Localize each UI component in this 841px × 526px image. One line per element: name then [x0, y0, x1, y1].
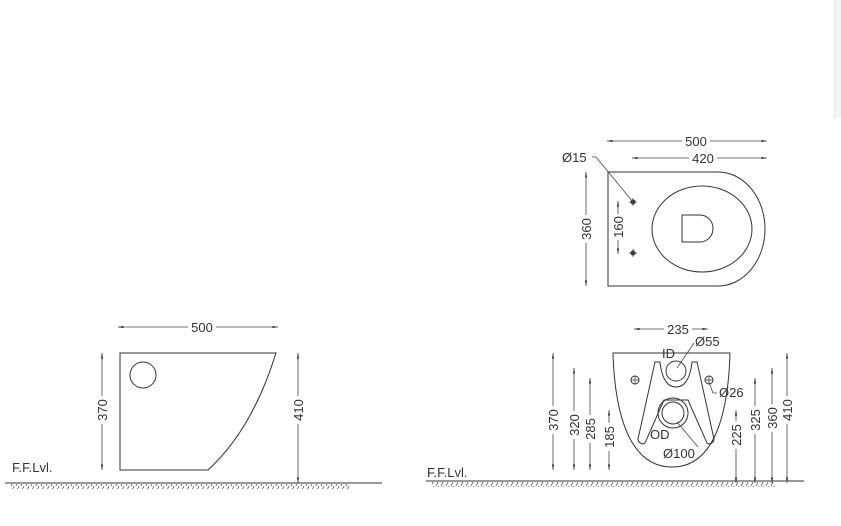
rear-recess	[637, 361, 715, 445]
floor-hatch	[432, 482, 775, 487]
right-height-dimensions: 225 325 360 410	[729, 353, 795, 483]
rear-view: 235 Ø55 ID Ø26 OD Ø100 370 320 285 185 2…	[426, 322, 804, 487]
bolt-hole-leader	[592, 156, 634, 203]
floor-label: F.F.Lvl.	[12, 460, 52, 475]
side-view: 500 370 410 F.F.Lvl.	[5, 320, 382, 489]
top-view: 500 420 Ø15 360 160	[562, 134, 767, 287]
dim-inner-length-label: 420	[692, 151, 714, 166]
bowl-opening	[681, 214, 714, 243]
fixing-hole-icon	[630, 375, 714, 385]
dim-height-label: 370	[95, 399, 110, 421]
inlet-diameter-label: Ø55	[695, 334, 720, 349]
floor-hatch	[10, 484, 350, 489]
height-label: 285	[583, 418, 598, 440]
bolt-hole-label: Ø15	[562, 150, 587, 165]
bowl-rim	[651, 185, 753, 273]
dim-bolt-spacing-label: 160	[611, 216, 626, 238]
bowl-top-outline	[607, 171, 766, 287]
fixing-hole-label: Ø26	[719, 385, 744, 400]
height-label: 370	[546, 409, 561, 431]
outlet-diameter-label: Ø100	[663, 446, 695, 461]
left-height-dimensions: 370 320 285 185	[546, 353, 617, 470]
inlet-leader	[676, 342, 695, 369]
dim-width-label: 500	[191, 320, 213, 335]
dim-depth-label: 360	[579, 218, 594, 240]
outlet-tag: OD	[650, 427, 670, 442]
floor-label: F.F.Lvl.	[427, 465, 467, 480]
height-label: 320	[567, 414, 582, 436]
height-label: 185	[602, 426, 617, 448]
outlet-leader	[676, 421, 699, 448]
bowl-rear-outline	[612, 352, 731, 468]
bolt-hole-icon	[629, 198, 637, 257]
inlet-circle	[129, 361, 157, 389]
height-label: 360	[765, 407, 780, 429]
inlet-tag: ID	[662, 346, 675, 361]
bowl-side-outline	[119, 352, 277, 471]
dim-width-label: 235	[667, 322, 689, 337]
dim-length-label: 500	[685, 134, 707, 149]
dim-total-height-label: 410	[291, 399, 306, 421]
height-label: 325	[748, 409, 763, 431]
outlet-circle-inner	[661, 401, 685, 425]
outlet-circle-outer	[657, 397, 689, 429]
height-label: 410	[780, 399, 795, 421]
inlet-circle	[665, 360, 687, 382]
fixing-hole-leader	[708, 381, 717, 394]
side-panel-edge	[834, 0, 841, 118]
height-label: 225	[729, 424, 744, 446]
